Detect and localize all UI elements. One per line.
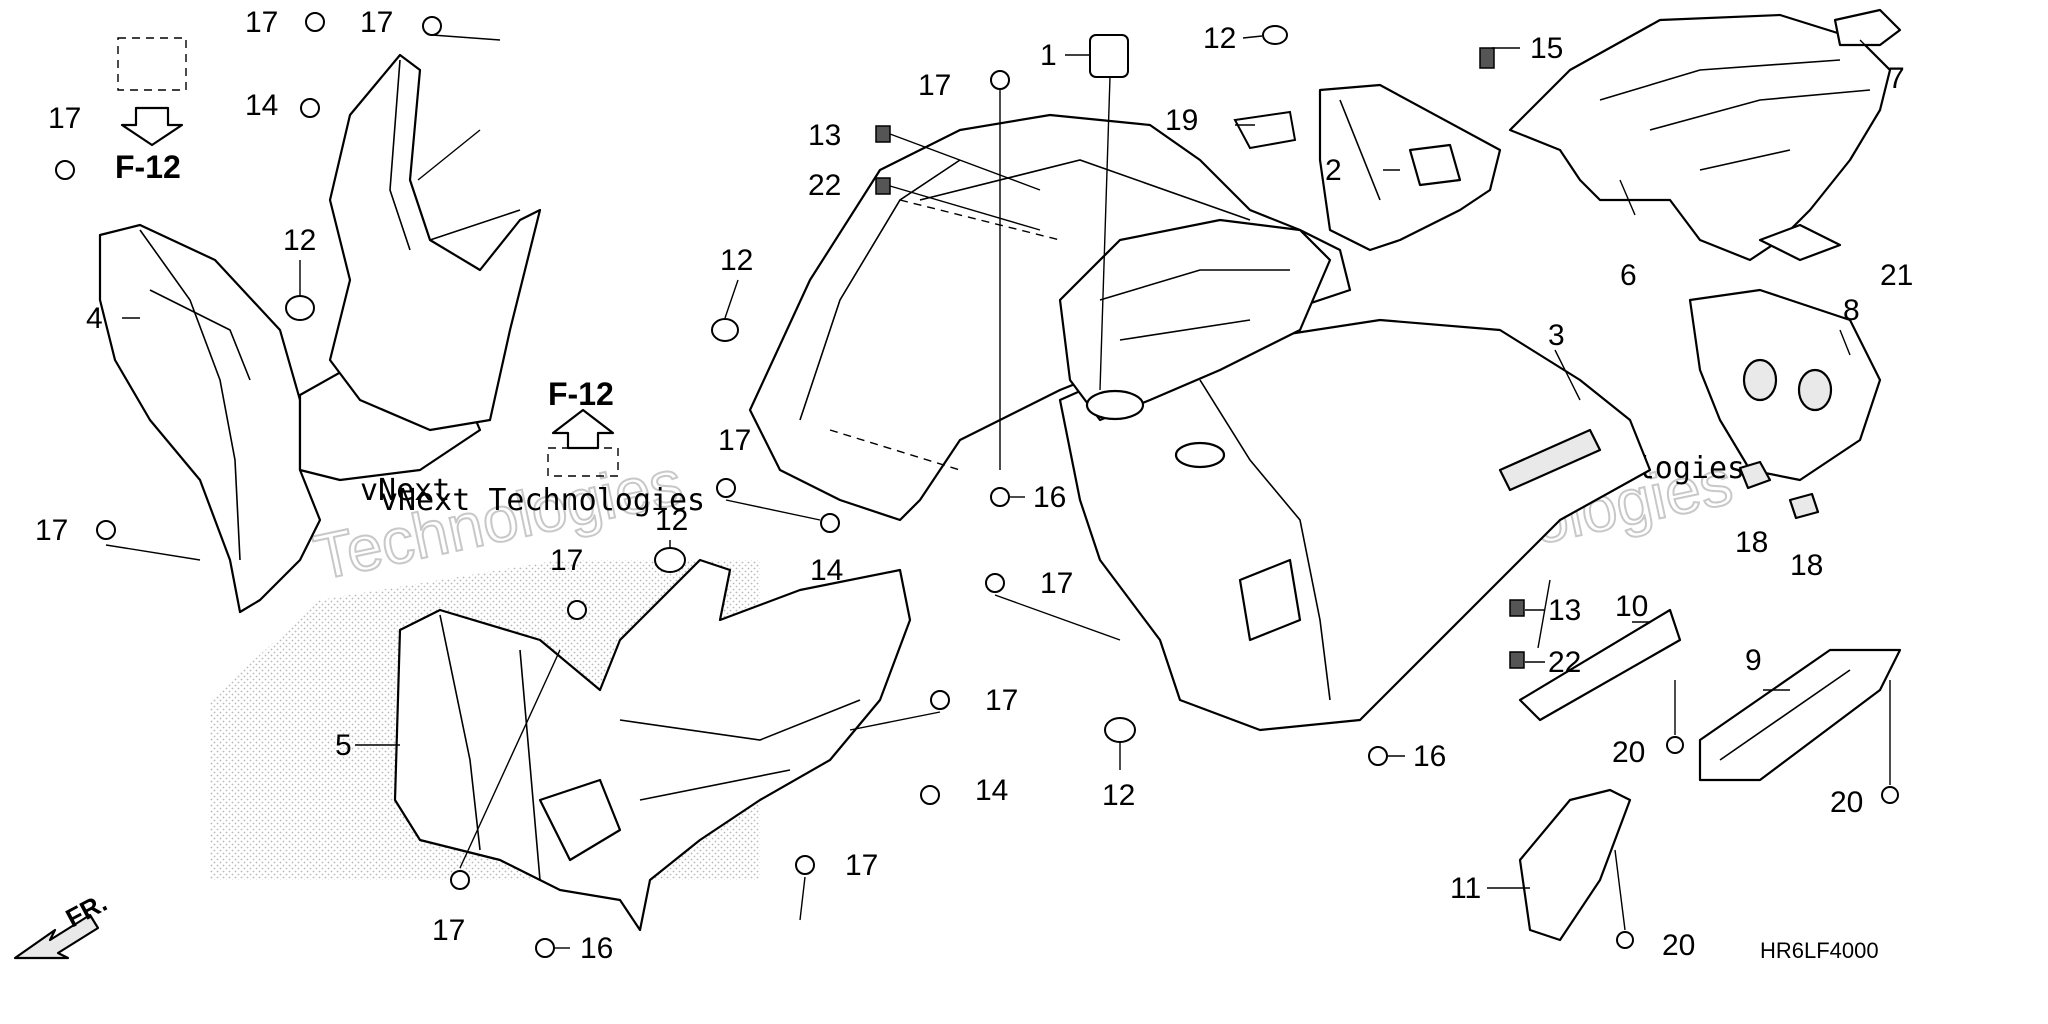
part-label-17h: 17 <box>1040 567 1073 600</box>
part-label-3: 3 <box>1548 319 1565 352</box>
part-label-17k: 17 <box>432 914 465 947</box>
svg-text:vNext Technologies: vNext Technologies <box>380 483 705 518</box>
part-label-17j: 17 <box>845 849 878 882</box>
part-label-14c: 14 <box>975 774 1008 807</box>
part-label-20b: 20 <box>1830 786 1863 819</box>
part-5-floor-panel-left <box>393 558 912 932</box>
part-label-17g: 17 <box>550 544 583 577</box>
part-label-17b: 17 <box>360 6 393 39</box>
ref-f12-mid-label: F-12 <box>548 376 614 412</box>
part-label-18b: 18 <box>1790 549 1823 582</box>
part-label-11: 11 <box>1450 872 1481 905</box>
part-label-20c: 20 <box>1662 929 1695 962</box>
ref-arrow-f12-top: F-12 <box>115 37 187 185</box>
part-label-17a: 17 <box>245 6 278 39</box>
part-label-19: 19 <box>1165 104 1198 137</box>
part-label-4: 4 <box>86 302 103 335</box>
part-label-12a: 12 <box>283 224 316 257</box>
part-10-plate <box>1518 608 1682 722</box>
front-direction-marker: FR. <box>13 887 112 960</box>
svg-text:vNext: vNext <box>360 473 450 508</box>
part-8-rear-box <box>1688 288 1882 482</box>
part-label-12b: 12 <box>720 244 753 277</box>
part-label-21: 21 <box>1880 259 1913 292</box>
part-3-rear-fender <box>1058 318 1652 732</box>
part-label-17f: 17 <box>718 424 751 457</box>
ref-f12-top-label: F-12 <box>115 149 181 185</box>
ref-arrow-f12-mid: F-12 <box>547 376 619 477</box>
part-label-17c: 17 <box>48 102 81 135</box>
part-label-14b: 14 <box>810 554 843 587</box>
part-label-5: 5 <box>335 729 352 762</box>
part-18-grommets <box>1738 460 1820 520</box>
part-label-8: 8 <box>1843 294 1860 327</box>
part-label-16c: 16 <box>580 932 613 965</box>
part-label-16b: 16 <box>1413 740 1446 773</box>
part-7-clip <box>1833 8 1902 47</box>
part-label-17i: 17 <box>985 684 1018 717</box>
part-label-14a: 14 <box>245 89 278 122</box>
part-label-2: 2 <box>1325 154 1342 187</box>
part-label-13a: 13 <box>808 119 841 152</box>
part-label-12d: 12 <box>1102 779 1135 812</box>
part-label-1: 1 <box>1040 39 1057 72</box>
diagram-code: HR6LF4000 <box>1760 938 1879 963</box>
part-label-10: 10 <box>1615 590 1648 623</box>
part-rear-carrier-frame <box>1058 218 1332 469</box>
part-label-6: 6 <box>1620 259 1637 292</box>
part-label-16a: 16 <box>1033 481 1066 514</box>
part-label-22a: 22 <box>808 169 841 202</box>
part-9-guard <box>1698 648 1902 782</box>
part-label-18a: 18 <box>1735 526 1768 559</box>
part-2-bracket <box>1318 83 1502 252</box>
part-label-12c: 12 <box>655 504 688 537</box>
part-21-strap <box>1758 223 1842 262</box>
part-label-12e: 12 <box>1203 22 1236 55</box>
part-4-front-inner-fender-left <box>98 53 542 614</box>
part-6-rear-cover <box>1508 13 1892 262</box>
part-label-7: 7 <box>1888 62 1905 95</box>
part-rear-fender-upper <box>748 113 1352 522</box>
part-label-13b: 13 <box>1548 594 1581 627</box>
part-label-9: 9 <box>1745 644 1762 677</box>
part-11-panel <box>1518 788 1632 942</box>
part-label-15: 15 <box>1530 32 1563 65</box>
part-label-22b: 22 <box>1548 646 1581 679</box>
part-label-17e: 17 <box>918 69 951 102</box>
leader-lines <box>105 34 1891 949</box>
part-label-20a: 20 <box>1612 736 1645 769</box>
part-label-17d: 17 <box>35 514 68 547</box>
part-labels: 1 2 3 4 5 6 7 8 9 10 11 12 12 12 12 12 1… <box>35 6 1913 965</box>
front-marker-label: FR. <box>61 887 112 933</box>
